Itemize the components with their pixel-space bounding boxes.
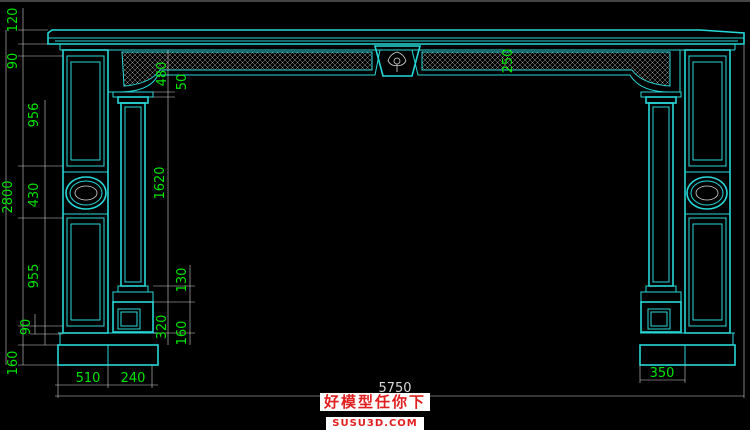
watermark-site-text: SUSU3D.COM [326,417,424,430]
dim-inner-4: 130 [175,268,190,293]
dim-inner-5: 320 [155,315,170,340]
watermark-chinese-text: 好模型任你下 [319,393,430,411]
dim-inner-3: 1620 [153,166,168,199]
keystone-ornament [373,45,422,77]
dim-inner-1: 480 [155,62,170,87]
frieze-lattice-left [121,51,373,87]
dim-left-2: 90 [6,53,21,70]
dim-left-5: 955 [27,264,42,289]
dim-inner-2: 50 [175,74,190,91]
left-medallion [63,171,108,215]
right-medallion [685,171,730,215]
dim-left-1: 120 [6,8,21,33]
dim-frieze-right: 250 [501,49,516,74]
dim-left-7: 160 [6,351,21,376]
dim-bottom-2: 240 [121,371,146,386]
frieze-lattice-right [421,51,671,87]
dim-bottom-right: 350 [650,366,675,381]
dimension-texts: 120 90 956 430 955 90 160 2800 480 50 16… [1,8,674,396]
dim-left-4: 430 [27,183,42,208]
dim-left-6: 90 [19,319,34,336]
watermark-logo: 好模型任你下 SUSU3D.COM [300,392,450,430]
dim-overall-height: 2800 [1,180,16,213]
left-inner-column [112,91,154,333]
dim-overall-width: 5750 [378,381,411,396]
dim-bottom-1: 510 [76,371,101,386]
right-inner-column [640,91,682,333]
dim-inner-6: 160 [175,321,190,346]
dim-left-3: 956 [27,103,42,128]
